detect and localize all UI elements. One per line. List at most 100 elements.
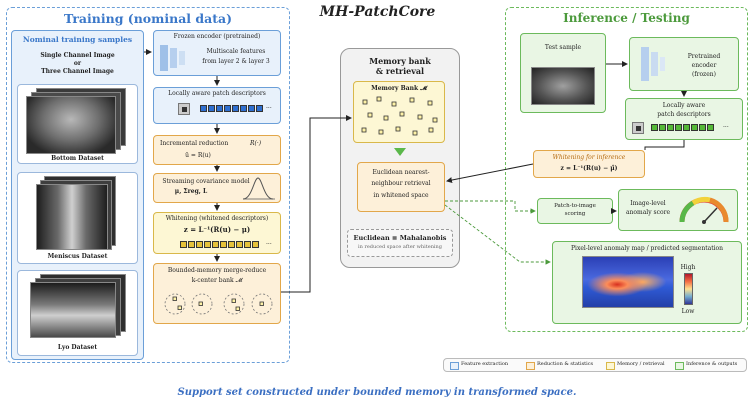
descriptor-cell (699, 124, 706, 131)
merge-sub: k-center bank 𝓜 (191, 277, 243, 284)
descriptor-cell (180, 241, 187, 248)
test-sample-image (531, 67, 595, 105)
descriptor-cell (196, 241, 203, 248)
training-title: Training (nominal data) (63, 11, 233, 26)
legend-label-memory: Memory / retrieval (617, 361, 665, 367)
bottom-image (26, 96, 116, 154)
cov-title: Streaming covariance model (162, 178, 250, 185)
inference-encoder-icon (641, 47, 667, 81)
descriptor-cell (228, 241, 235, 248)
inference-whitening-box (533, 150, 645, 178)
main-title: MH-PatchCore (319, 4, 436, 20)
caption: Support set constructed under bounded me… (177, 387, 577, 398)
score-line2: anomaly score (625, 209, 670, 216)
whiten-title: Whitening (whitened descriptors) (165, 215, 269, 222)
memory-bank-label: Memory Bank 𝓜 (371, 85, 427, 92)
anomaly-heatmap (582, 256, 674, 308)
p2i-line1: Patch-to-image (554, 203, 596, 209)
legend-swatch-feature (450, 362, 459, 370)
channel-or: or (73, 60, 82, 67)
inference-encoder-line2: encoder (691, 62, 717, 69)
lyo-image (30, 282, 116, 338)
map-title: Pixel-level anomaly map / predicted segm… (570, 245, 723, 252)
descriptor-cell (216, 105, 223, 112)
samples-title: Nominal training samples (22, 35, 133, 44)
descriptor-cell (188, 241, 195, 248)
inference-encoder-line3: (frozen) (692, 71, 716, 78)
inference-patch-line1: Locally aware (662, 102, 706, 109)
descriptor-cell (675, 124, 682, 131)
test-sample-label: Test sample (544, 44, 582, 51)
descriptor-cell (252, 241, 259, 248)
p2i-line2: scoring (564, 211, 586, 217)
legend-label-reduction: Reduction & statistics (537, 361, 594, 367)
descriptor-cell (212, 241, 219, 248)
memory-bank-box (353, 81, 445, 143)
legend-label-inference: Inference & outputs (686, 361, 738, 367)
colorbar-low-label: Low (681, 308, 695, 315)
legend-swatch-inference (675, 362, 684, 370)
patch-title: Locally aware patch descriptors (168, 90, 266, 97)
descriptor-cell (691, 124, 698, 131)
inference-patch-grid-icon (632, 122, 644, 134)
colorbar-high-label: High (680, 264, 696, 271)
descriptor-cell (232, 105, 239, 112)
descriptor-cell (651, 124, 658, 131)
channel-line2: Three Channel Image (41, 68, 114, 75)
nn-retrieval-box (357, 162, 445, 212)
descriptor-cell (240, 105, 247, 112)
meniscus-dataset-label: Meniscus Dataset (47, 253, 108, 260)
descriptor-cell (220, 241, 227, 248)
descriptor-cell (707, 124, 714, 131)
inference-encoder-box (629, 37, 739, 91)
incr-fn: R(·) (250, 140, 262, 147)
incremental-reduction-box (153, 135, 281, 165)
legend-swatch-reduction (526, 362, 535, 370)
channel-line1: Single Channel Image (40, 52, 115, 59)
incr-title: Incremental reduction (160, 140, 229, 147)
patch-ellipsis: ... (266, 103, 272, 110)
descriptor-cell (244, 241, 251, 248)
inference-encoder-line1: Pretrained (687, 53, 721, 60)
nn-line2: neighbour retrieval (371, 180, 431, 187)
inference-whiten-eq: z = L⁻¹(R(u) − μ̂) (560, 165, 618, 172)
descriptor-cell (256, 105, 263, 112)
colorbar (684, 273, 693, 305)
cov-eq: μ, Σreg, L (174, 188, 208, 195)
legend-swatch-memory (606, 362, 615, 370)
bottom-dataset-label: Bottom Dataset (51, 155, 104, 162)
descriptor-cell (200, 105, 207, 112)
encoder-icon (160, 45, 190, 71)
score-line1: Image-level (630, 200, 666, 207)
descriptor-cell (683, 124, 690, 131)
descriptor-cell (667, 124, 674, 131)
encoder-title: Frozen encoder (pretrained) (173, 33, 261, 40)
descriptor-cell (208, 105, 215, 112)
inference-title: Inference / Testing (563, 11, 690, 25)
nn-line3: in whitened space (373, 192, 429, 199)
whiten-ellipsis: ... (266, 239, 272, 246)
descriptor-cell (659, 124, 666, 131)
encoder-sub2: from layer 2 & layer 3 (202, 58, 270, 65)
nn-line1: Euclidean nearest- (372, 169, 430, 176)
meniscus-image (36, 184, 108, 250)
descriptor-cell (224, 105, 231, 112)
descriptor-cell (236, 241, 243, 248)
inference-patch-line2: patch descriptors (657, 111, 711, 118)
inference-whiten-title: Whitening for inference (552, 154, 626, 161)
incr-eq: ū = R(u) (185, 152, 211, 159)
patch-grid-icon (178, 103, 190, 115)
legend (443, 358, 747, 372)
equiv-sub: in reduced space after whitening (358, 244, 442, 250)
descriptor-cell (204, 241, 211, 248)
inference-patch-box (625, 98, 743, 140)
lyo-dataset-label: Lyo Dataset (57, 344, 98, 351)
memory-title-line2: & retrieval (375, 66, 425, 76)
inference-patch-ellipsis: ... (723, 122, 729, 129)
merge-title: Bounded-memory merge-reduce (167, 267, 267, 274)
whiten-eq: z = L⁻¹(R(u) − μ) (183, 225, 251, 234)
descriptor-cell (248, 105, 255, 112)
memory-title-line1: Memory bank (369, 56, 431, 66)
equiv-text: Euclidean ≡ Mahalanobis (353, 234, 447, 242)
legend-label-feature: Feature extraction (461, 361, 509, 367)
